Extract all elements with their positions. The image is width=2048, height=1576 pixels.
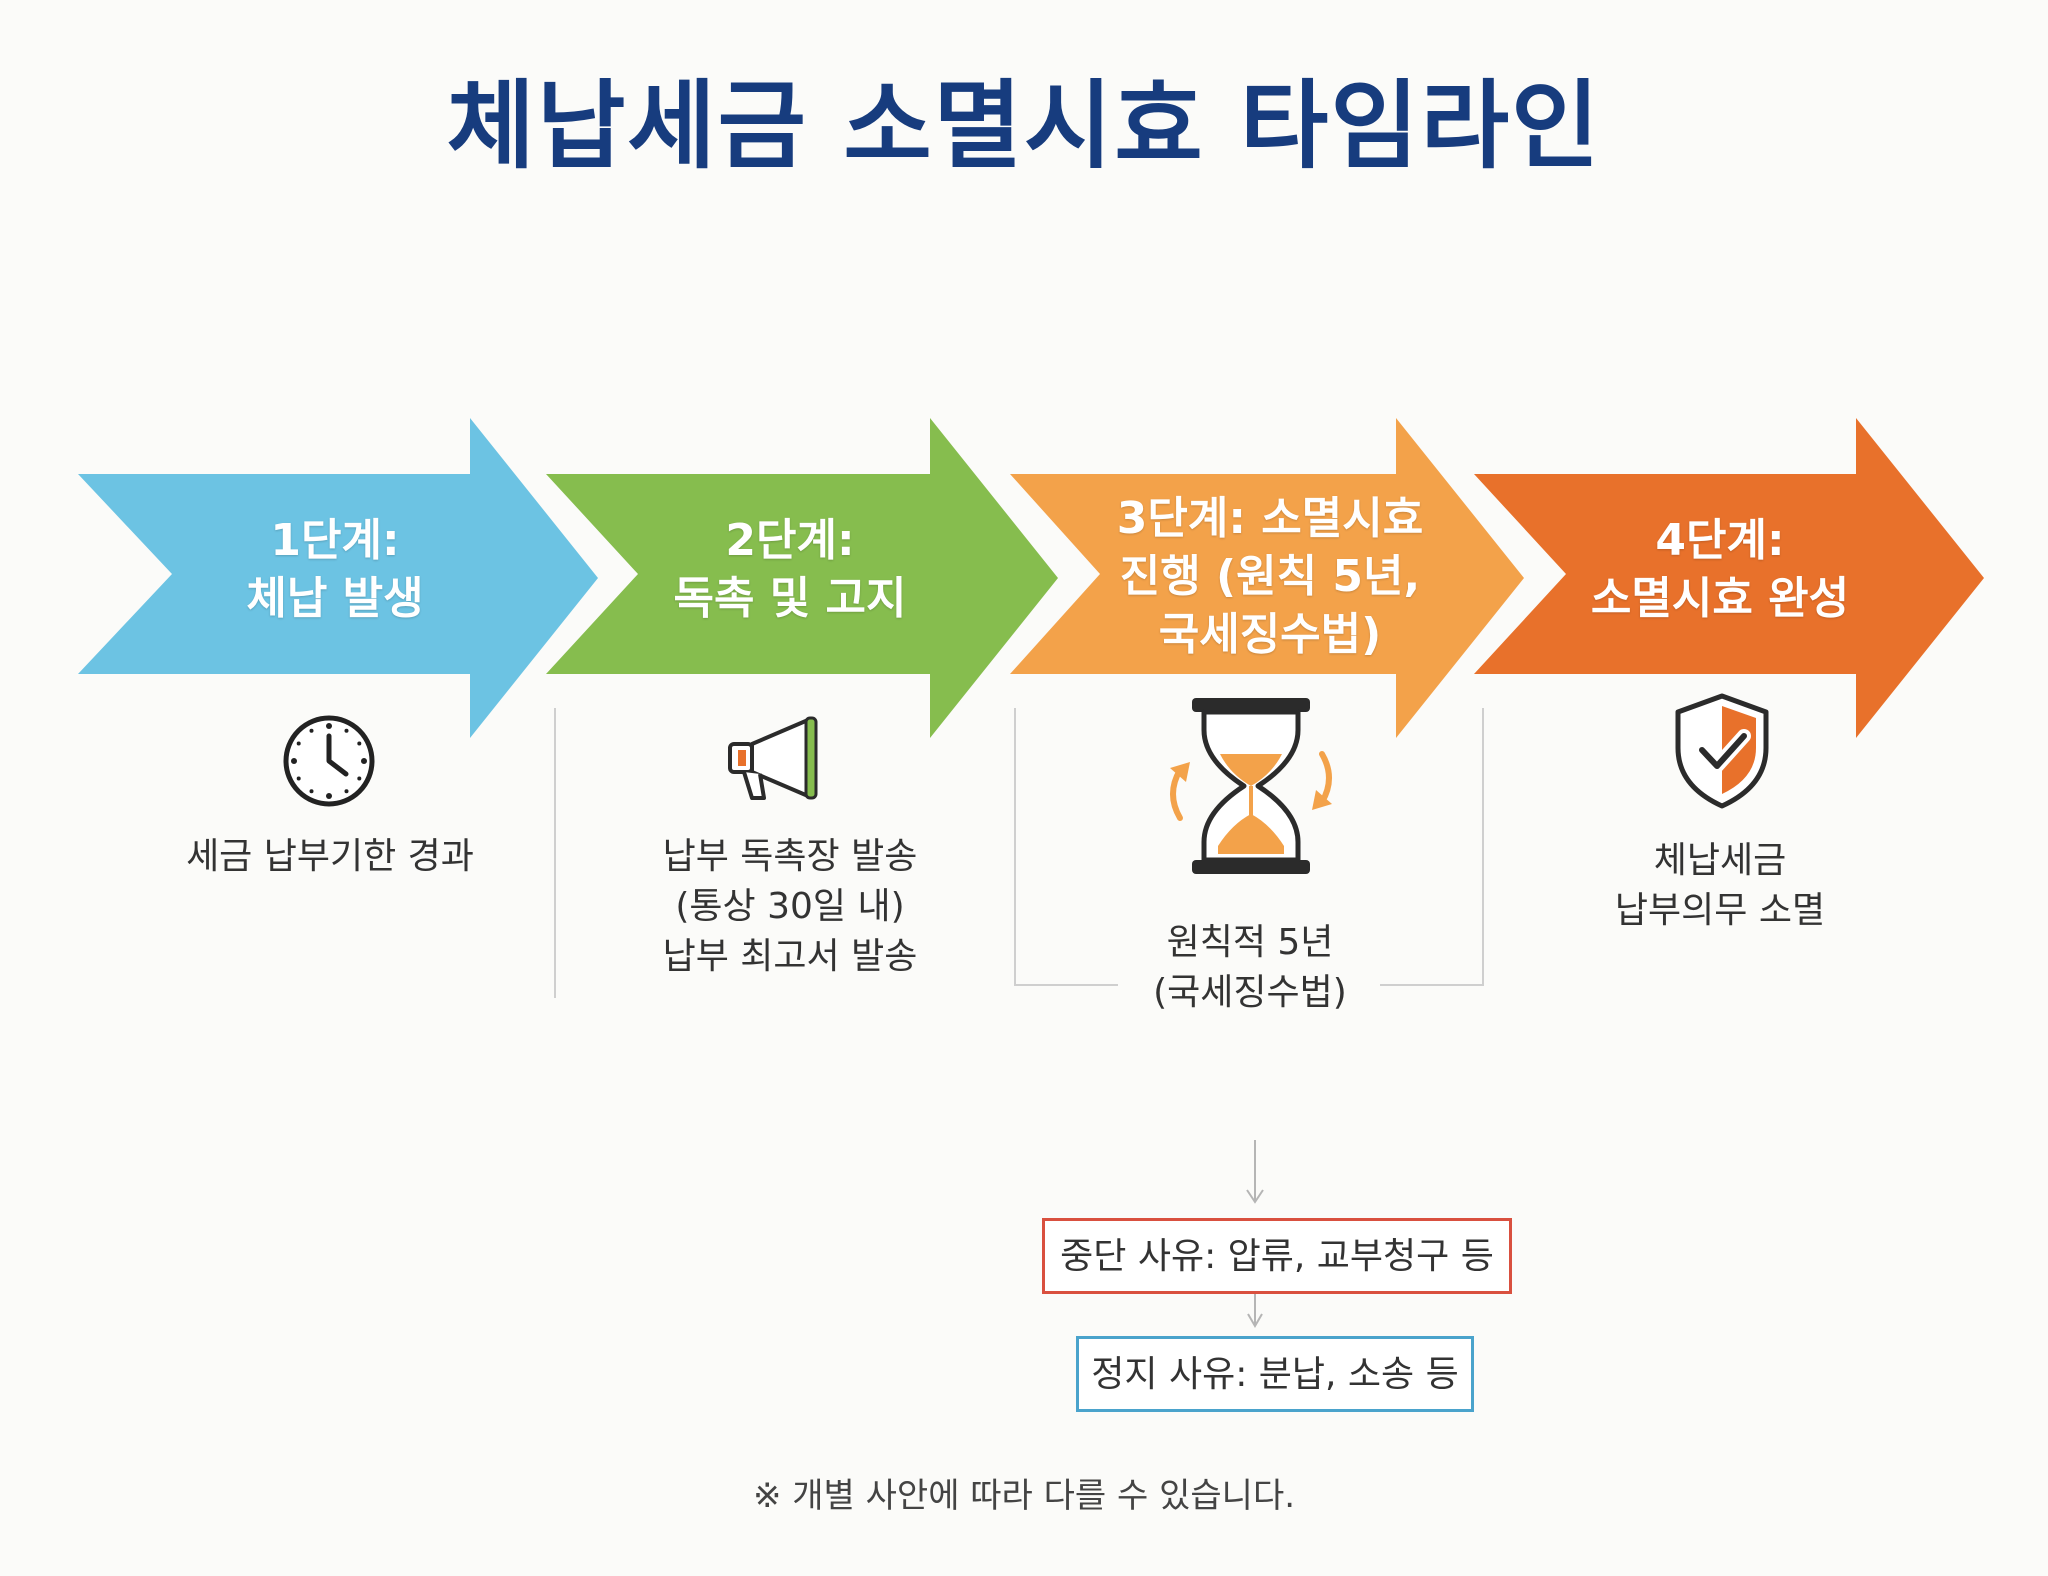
divider-line <box>554 708 556 998</box>
stage-3-arrow <box>1010 418 1524 738</box>
stage-1-label: 1단계:체납 발생 <box>246 515 424 624</box>
suspension-reason-box: 정지 사유: 분납, 소송 등 <box>1076 1336 1474 1412</box>
shield-check-icon <box>1675 693 1769 809</box>
megaphone-icon <box>728 716 818 800</box>
stage-3-description: 원칙적 5년(국세징수법) <box>1153 922 1347 1013</box>
interruption-reason-box: 중단 사유: 압류, 교부청구 등 <box>1042 1218 1512 1294</box>
footnote: ※ 개별 사안에 따라 다를 수 있습니다. <box>752 1476 1296 1516</box>
stage-4-arrow <box>1474 418 1984 738</box>
stage-4-label: 4단계:소멸시효 완성 <box>1590 515 1850 624</box>
stage-1-arrow <box>78 418 598 738</box>
connector-arrow-down-icon <box>1246 1140 1264 1204</box>
bracket-right-line <box>1482 708 1484 986</box>
stage-2-label: 2단계:독촉 및 고지 <box>673 515 907 624</box>
hourglass-icon <box>1170 698 1332 874</box>
connector-arrow-down-small-icon <box>1247 1294 1263 1328</box>
stage-1-description: 세금 납부기한 경과 <box>186 836 474 877</box>
page-title: 체납세금 소멸시효 타임라인 <box>446 70 1602 182</box>
bracket-bottom-right-line <box>1380 984 1484 986</box>
bracket-bottom-left-line <box>1014 984 1118 986</box>
clock-icon <box>283 715 375 807</box>
stage-2-description: 납부 독촉장 발송(통상 30일 내)납부 최고서 발송 <box>662 836 918 977</box>
bracket-left-line <box>1014 708 1016 986</box>
stage-2-arrow <box>546 418 1058 738</box>
